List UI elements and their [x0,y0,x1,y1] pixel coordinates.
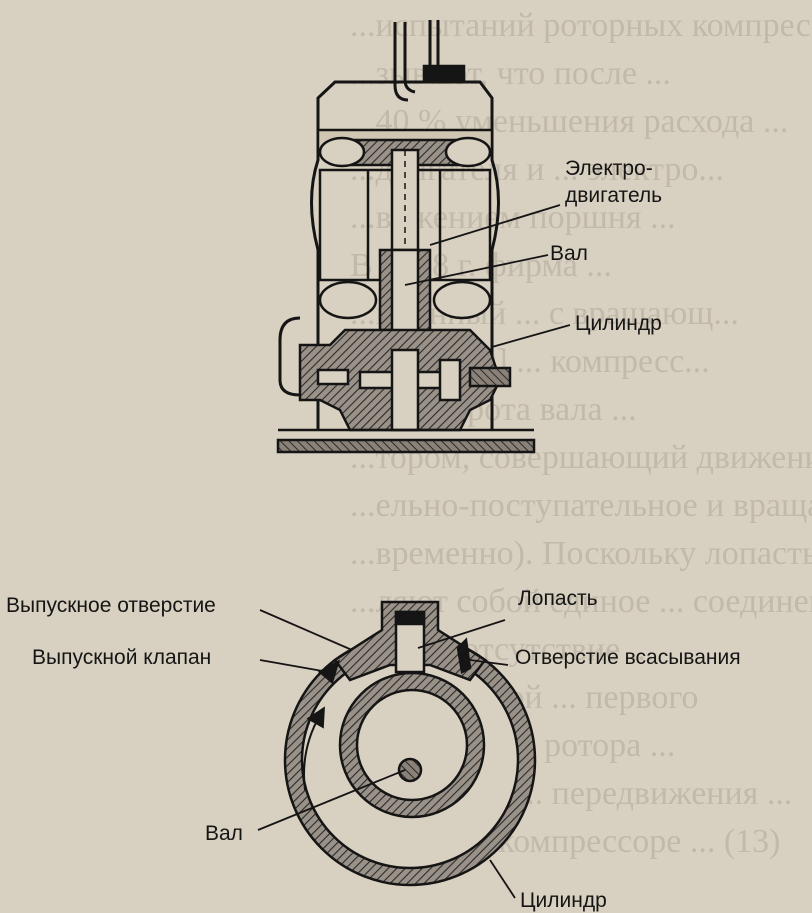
label-motor-line2: двигатель [565,184,662,207]
leader-cylinder [491,324,571,348]
leader-cylinder-bottom [489,859,516,899]
label-shaft-bottom: Вал [205,822,243,845]
bg-line: ...зывают, что после ... [350,55,671,92]
top-leader-lines [404,204,571,348]
discharge-pipe [393,22,409,102]
accumulator [278,316,301,397]
label-outlet: Выпускное отверстие [6,594,216,617]
base-plate [276,438,536,454]
label-shaft-top: Вал [550,242,588,265]
pipe-fitting [422,64,466,82]
label-motor-line1: Электро- [565,157,653,180]
shaft-dot [397,757,423,783]
bg-line: ...ельно-поступательное и вращательное [350,487,812,524]
rotary-cross-section [283,600,537,887]
leader-motor [429,204,561,246]
bottom-leader-lines [257,609,516,899]
bg-line: ...временно). Поскольку лопасть и ротор [350,535,812,572]
leader-shaft [404,254,549,286]
bg-line: ...испытаний роторных компрессоров [350,7,812,44]
vane-spring [394,610,426,626]
leader-valve [259,659,329,673]
discharge-valve [317,659,341,685]
compressor-shell [310,80,500,430]
compressor-cross-section [276,20,536,454]
label-suction: Отверстие всасывания [515,646,741,669]
label-vane: Лопасть [518,587,598,610]
leader-shaft-bottom [257,769,406,831]
bottom-labels: Выпускное отверстие Выпускной клапан Лоп… [6,587,741,912]
leader-outlet [259,609,353,651]
label-cylinder-bottom: Цилиндр [520,889,607,912]
label-valve: Выпускной клапан [32,646,211,669]
suction-port [456,637,472,674]
leader-suction [469,659,509,666]
rotation-arrow [303,706,325,791]
leader-vane [417,619,506,649]
top-labels: Электро- двигатель Вал Цилиндр [550,157,662,335]
label-cylinder-top: Цилиндр [575,312,662,335]
